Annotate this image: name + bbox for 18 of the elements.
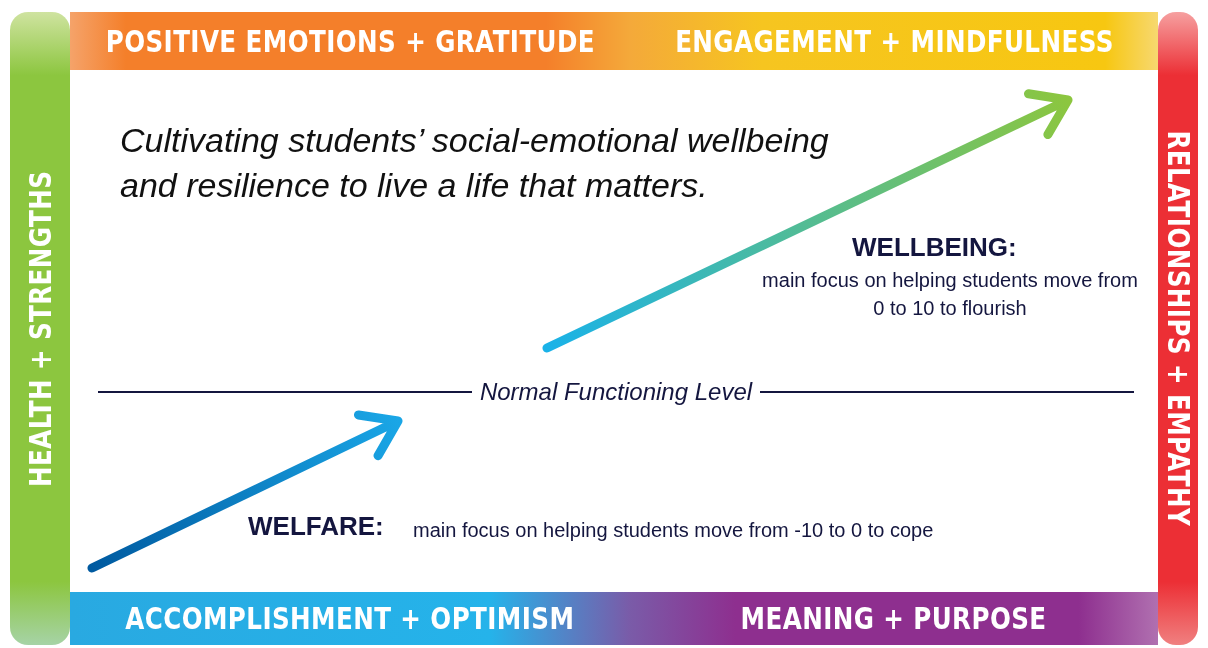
band-title: POSITIVE EMOTIONS + GRATITUDE — [105, 23, 595, 59]
category-band — [10, 12, 70, 645]
description: main focus on helping students move from 0 to 10 to flourish — [761, 268, 1139, 321]
level-label: Normal Functioning Level — [478, 378, 754, 406]
section-heading: WELLBEING: — [852, 232, 1017, 263]
band-title: ENGAGEMENT + MINDFULNESS — [674, 23, 1114, 59]
category-band — [630, 592, 1158, 645]
band-title: RELATIONSHIPS + EMPATHY — [1160, 130, 1196, 527]
section-heading: WELFARE: — [248, 511, 384, 542]
category-band — [1158, 12, 1198, 645]
category-band — [70, 12, 630, 70]
description: main focus on helping students move from -10 to 0 to cope — [413, 518, 934, 543]
category-band — [630, 12, 1158, 70]
band-title: HEALTH + STRENGTHS — [22, 170, 58, 487]
category-band — [70, 592, 630, 645]
band-title: ACCOMPLISHMENT + OPTIMISM — [125, 601, 575, 636]
tagline: Cultivating students’ social-emotional wellbeing and resilience to live a life that matters. — [120, 120, 830, 206]
band-title: MEANING + PURPOSE — [741, 601, 1047, 636]
